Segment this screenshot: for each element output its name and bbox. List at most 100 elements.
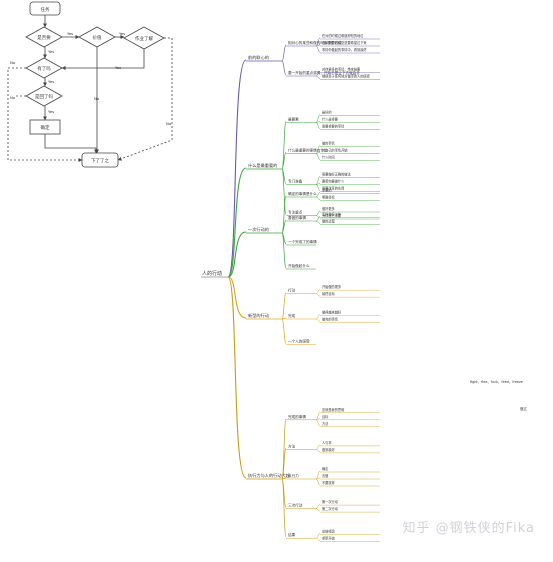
flow-edge-label-9: No <box>166 121 172 126</box>
item-label-1-1: 什么最重要的事情有什么 <box>288 148 328 153</box>
sub-connector-1-0-2 <box>315 122 321 129</box>
sub-label-4-3-1: 第二次行动 <box>322 506 338 511</box>
item-connector-2-3 <box>281 232 287 269</box>
flow-label-d3: 作业了解 <box>135 35 153 42</box>
item-label-3-2: 一个人的感受 <box>288 338 310 343</box>
sub-label-4-2-2: 不要放弃 <box>322 480 336 485</box>
branch-label-3: 新型的行动 <box>248 312 269 319</box>
sub-connector-0-1-1 <box>315 75 321 79</box>
sub-label-2-0-0: 重要的 <box>322 188 332 193</box>
flow-edge-label-4: Yes <box>48 109 54 114</box>
sub-label-4-2-0: 确定 <box>322 466 329 471</box>
extra-label-1: 做过 <box>520 406 527 411</box>
sub-label-4-2-1: 去做 <box>322 473 329 478</box>
flow-decision-1 <box>25 26 63 48</box>
branch-label-2: 一次行动的 <box>248 226 269 233</box>
sub-label-1-1-2: 什么时间 <box>322 155 335 160</box>
sub-label-1-0-1: 什么最重要 <box>322 117 339 122</box>
sub-connector-4-0-2 <box>315 419 321 427</box>
item-connector-2-0 <box>281 195 287 234</box>
sub-connector-4-2-2 <box>315 478 321 486</box>
sub-label-2-1-1: 做的过程 <box>322 219 336 224</box>
sub-connector-4-1-1 <box>315 449 321 453</box>
sub-label-0-1-0: 对待更多的事情，带来结果 <box>322 67 361 72</box>
flow-label-d1: 是否要 <box>37 35 51 41</box>
flow-label-start: 任务 <box>41 6 50 13</box>
sub-label-1-3-0: 做好更多 <box>322 206 335 211</box>
sub-label-0-0-0: 在对的时候过明道即知的地位 <box>322 33 364 38</box>
sub-label-1-2-2: 需要改变的东西 <box>322 186 344 191</box>
sub-label-3-0-0: 开始做的更多 <box>322 284 341 289</box>
sub-connector-2-1-1 <box>315 220 321 224</box>
sub-connector-4-3-1 <box>315 508 321 512</box>
sub-label-4-3-0: 第一次行动 <box>322 499 338 504</box>
sub-connector-3-0-1 <box>315 293 321 297</box>
sub-label-1-1-0: 做的事情 <box>322 141 336 146</box>
item-label-1-3: 专注重点 <box>288 210 303 215</box>
flow-decision-5 <box>25 85 63 107</box>
sub-connector-2-0-1 <box>315 196 321 200</box>
item-connector-0-0 <box>281 44 287 62</box>
branch-connector-3 <box>227 276 247 319</box>
sub-label-4-0-2: 方法 <box>322 421 328 426</box>
sub-label-1-2-1: 要看你要做什么 <box>322 179 345 184</box>
branch-connector-4 <box>227 276 247 479</box>
flow-edge-label-5: No <box>10 60 16 65</box>
sub-label-4-4-1: 重新开始 <box>322 536 336 541</box>
sub-label-4-1-1: 做到最好 <box>322 447 336 452</box>
sub-label-1-1-1: 对自己的事情开始 <box>322 148 348 153</box>
item-connector-1-3 <box>281 168 287 215</box>
branch-connector-1 <box>227 167 247 278</box>
sub-label-2-1-0: 怎样做好工作 <box>322 212 342 217</box>
sub-label-3-0-1: 最终目标 <box>322 291 336 296</box>
watermark: 知乎 @钢铁侠的Fika <box>402 521 535 536</box>
item-label-2-1: 要做的事情 <box>288 215 306 220</box>
item-connector-3-0 <box>281 292 287 320</box>
branch-connector-0 <box>227 59 247 278</box>
sub-connector-3-1-1 <box>315 318 321 322</box>
sub-connector-1-3-0 <box>315 210 321 216</box>
item-connector-4-2 <box>281 477 287 480</box>
sub-connector-4-4-0 <box>315 533 321 539</box>
item-label-4-2: 执行力 <box>288 473 299 478</box>
item-connector-2-1 <box>281 219 287 234</box>
item-label-1-2: 专门准备 <box>288 179 303 184</box>
flow-edge-label-0: Yes <box>67 31 73 36</box>
item-connector-4-1 <box>281 448 287 480</box>
item-connector-0-1 <box>281 60 287 76</box>
item-connector-1-0 <box>281 121 287 170</box>
sub-label-2-0-1: 明确目标 <box>322 195 336 200</box>
sub-connector-4-1-0 <box>315 444 321 450</box>
item-label-4-1: 方法 <box>288 443 296 448</box>
mindmap-root: 人的行动 <box>202 270 222 277</box>
sub-connector-2-1-0 <box>315 216 321 222</box>
sub-label-1-2-0: 需要做好正确的做法 <box>322 172 351 177</box>
mind-map: 人的行动前的联心的相对心的某些和做的时事需要去成在对的时候过明道即知的地位在认识… <box>201 33 527 542</box>
flow-decision-4 <box>25 57 63 79</box>
sub-label-1-0-0: 最好的 <box>322 110 332 115</box>
item-label-1-0: 最要素 <box>288 117 299 122</box>
item-connector-4-4 <box>281 478 287 538</box>
item-connector-3-1 <box>281 317 287 320</box>
item-label-3-0: 行动 <box>288 288 296 293</box>
flow-edge-label-8: Yes <box>115 65 121 70</box>
flow-edge-label-2: Yes <box>48 49 54 54</box>
sub-label-3-1-1: 做完的事情 <box>322 317 339 322</box>
flowchart <box>7 1 173 168</box>
sub-connector-4-4-1 <box>315 537 321 541</box>
item-label-4-4: 结果 <box>288 532 296 537</box>
sub-connector-0-0-2 <box>315 45 321 53</box>
sub-label-4-1-0: 人与事 <box>322 440 332 445</box>
flow-edge-label-3: Yes <box>48 79 54 84</box>
sub-connector-1-2-2 <box>315 184 321 191</box>
branch-label-4: 执行力与人的行动大起 <box>248 472 291 479</box>
sub-label-0-0-2: 事情你做起的事情中，看到最终 <box>322 47 367 52</box>
item-label-2-3: 开始做起什么 <box>288 263 310 268</box>
sub-connector-3-0-0 <box>315 288 321 294</box>
sub-connector-4-3-0 <box>315 503 321 509</box>
sub-connector-3-1-0 <box>315 314 321 320</box>
item-label-3-1: 完成 <box>288 313 296 318</box>
branch-label-0: 前的联心的 <box>248 54 269 61</box>
